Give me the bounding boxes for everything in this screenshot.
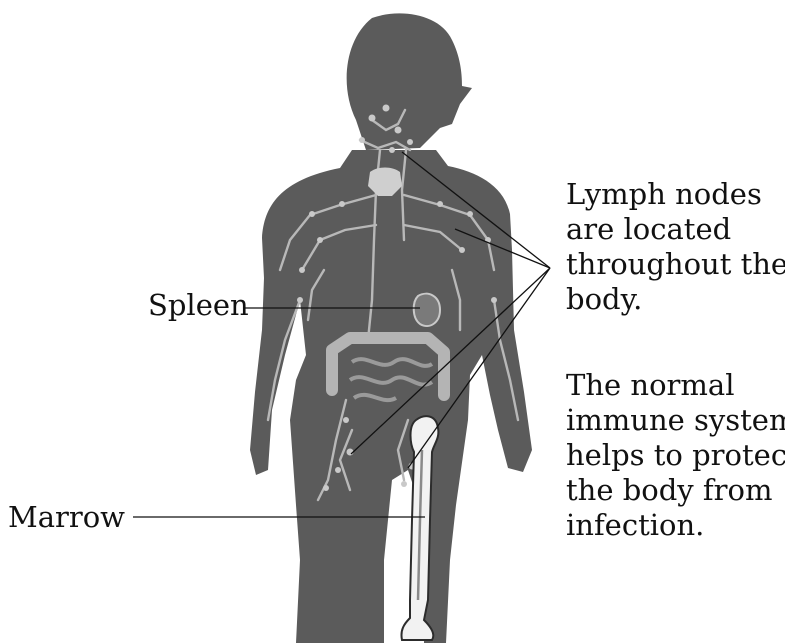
spleen-organ — [414, 294, 440, 326]
caption-line: infection. — [566, 508, 785, 543]
spleen-label: Spleen — [148, 288, 249, 323]
lymph-nodes-caption: Lymph nodes are located throughout the b… — [566, 177, 785, 317]
caption-line: immune system — [566, 403, 785, 438]
head — [347, 13, 472, 150]
caption-line: are located — [566, 212, 785, 247]
body-silhouette — [250, 13, 532, 643]
caption-line: throughout the — [566, 247, 785, 282]
caption-line: helps to protect — [566, 438, 785, 473]
torso — [250, 150, 532, 643]
caption-line: Lymph nodes — [566, 177, 785, 212]
marrow-label: Marrow — [8, 500, 125, 535]
caption-line: The normal — [566, 368, 785, 403]
caption-line: body. — [566, 282, 785, 317]
immune-system-caption: The normal immune system helps to protec… — [566, 368, 785, 543]
caption-line: the body from — [566, 473, 785, 508]
